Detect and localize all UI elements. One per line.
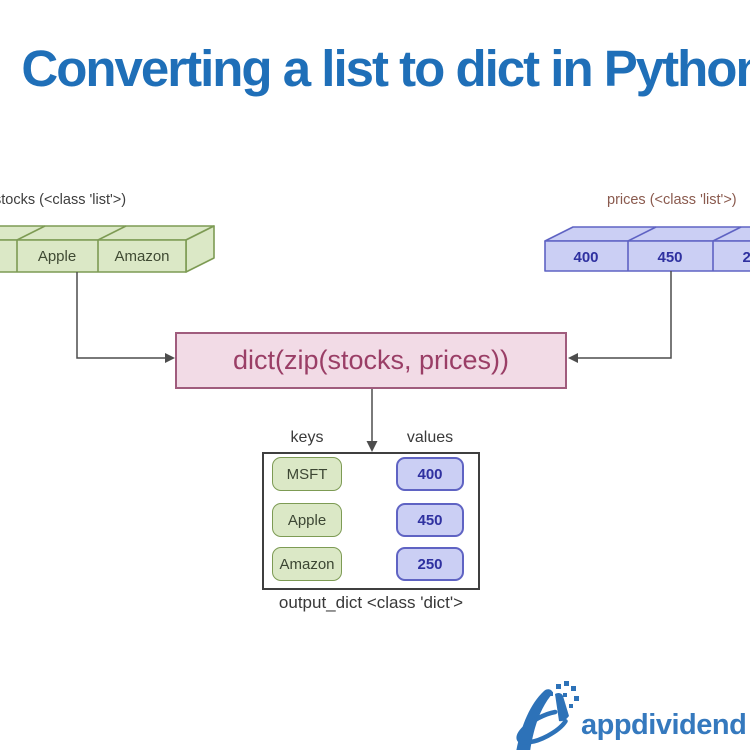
output-dict-caption: output_dict <class 'dict'> — [278, 593, 464, 612]
logo-a-right-leg — [555, 692, 569, 722]
appdividend-logo-mark-icon — [516, 681, 579, 750]
prices-cell-label: 250 — [742, 249, 750, 266]
dict-zip-box: dict(zip(stocks, prices)) — [175, 332, 567, 389]
key-pill: Apple — [272, 503, 342, 537]
logo-dot — [574, 696, 579, 701]
logo-dot — [549, 692, 553, 696]
stocks-list-front-face — [0, 239, 187, 273]
prices-list-top-face — [544, 226, 750, 242]
arrowhead-left-icon — [568, 353, 578, 363]
logo-dot — [564, 681, 569, 686]
stocks-list-label: stocks (<class 'list'>) — [0, 192, 127, 208]
key-pill: Amazon — [272, 547, 342, 581]
arrowhead-right-icon — [165, 353, 175, 363]
prices-cell-label: 450 — [657, 249, 682, 266]
value-pill: 250 — [396, 547, 464, 581]
stocks-cell-label: Amazon — [114, 248, 169, 265]
value-pill: 450 — [396, 503, 464, 537]
prices-list-label: prices (<class 'list'>) — [607, 192, 737, 208]
connector-stocks-to-zip — [76, 272, 165, 359]
logo-dot — [563, 693, 567, 697]
logo-dot — [571, 686, 576, 691]
logo-dot — [569, 704, 573, 708]
stocks-cell-divider-slant — [16, 225, 127, 241]
prices-list-3d: 400 450 250 — [544, 226, 750, 272]
stocks-cell-divider — [16, 240, 99, 272]
key-pill: MSFT — [272, 457, 342, 491]
arrowhead-down-icon — [366, 441, 378, 452]
page-title: Converting a list to dict in Python — [21, 40, 750, 97]
value-pill: 400 — [396, 457, 464, 491]
connector-prices-to-zip — [578, 271, 672, 359]
prices-cell-divider-slant — [627, 226, 742, 242]
prices-cell-label: 400 — [573, 249, 598, 266]
prices-cell-divider — [627, 241, 714, 271]
stocks-list-3d: Apple Amazon — [0, 225, 215, 273]
logo-dot — [556, 684, 561, 689]
appdividend-logo-text: appdividend — [581, 709, 747, 741]
stocks-cell-label: Apple — [38, 248, 76, 265]
logo-orbit-swoosh — [516, 709, 570, 745]
values-header: values — [406, 429, 454, 446]
dict-zip-label: dict(zip(stocks, prices)) — [232, 345, 510, 375]
keys-header: keys — [290, 429, 324, 446]
